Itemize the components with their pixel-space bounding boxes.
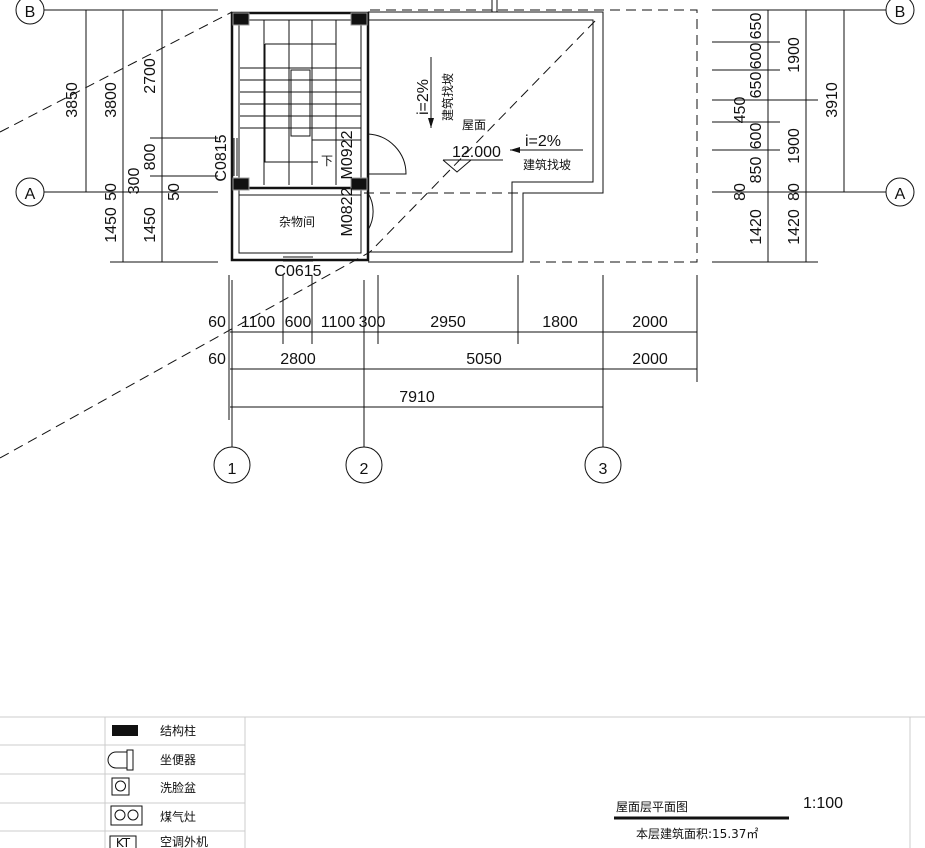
axis-bubble-B-right: B [885, 0, 915, 25]
door-m0922-label: M0922 [339, 130, 356, 179]
axis-bubble-A-left: A [15, 177, 45, 207]
svg-text:KT: KT [116, 836, 131, 848]
window-c0815-label: C0815 [213, 134, 230, 181]
bottom-dimensions [228, 275, 698, 420]
dim-1900: 1900 [786, 128, 803, 164]
gas-stove-icon [110, 805, 143, 826]
column-icon [232, 177, 250, 191]
axis-bubble-2: 2 [345, 446, 383, 484]
toilet-icon [107, 749, 134, 771]
dim-2950: 2950 [430, 314, 466, 331]
svg-text:1: 1 [228, 461, 237, 478]
dim-1450: 1450 [142, 207, 159, 243]
dim-1800: 1800 [542, 314, 578, 331]
dim-3800: 3800 [103, 82, 120, 118]
dim-80: 80 [786, 183, 803, 201]
axis-bubble-B-left: B [15, 0, 45, 25]
axis-bubble-3: 3 [584, 446, 622, 484]
dim-1420: 1420 [748, 209, 765, 245]
slope-label-2: i=2% [525, 133, 561, 150]
column-icon [112, 725, 138, 736]
dim-50: 50 [166, 183, 183, 201]
right-dimensions [712, 10, 845, 263]
svg-text:A: A [25, 186, 36, 203]
dim-1100: 1100 [321, 314, 356, 331]
dim-850: 850 [748, 157, 765, 184]
slope-label-1: i=2% [415, 79, 432, 115]
stair-down-mark: 下 [321, 154, 333, 168]
slope-note-2: 建筑找坡 [523, 157, 571, 172]
dim-600: 600 [748, 123, 765, 150]
drawing-scale: 1:100 [803, 795, 843, 812]
dim-300: 300 [126, 168, 143, 195]
dim-650: 650 [748, 72, 765, 99]
svg-text:2: 2 [360, 461, 369, 478]
washbasin-icon [111, 777, 130, 796]
column-icon [232, 12, 250, 26]
dim-650: 650 [748, 13, 765, 40]
dim-60: 60 [208, 314, 226, 331]
dim-60: 60 [208, 351, 226, 368]
dim-2800: 2800 [280, 351, 316, 368]
dim-1420: 1420 [786, 209, 803, 245]
elevation-label: 12.000 [452, 144, 501, 161]
dim-600: 600 [285, 314, 312, 331]
window-c0615-label: C0615 [274, 263, 321, 280]
drawing-title: 屋面层平面图 [616, 800, 688, 814]
column-icon [350, 12, 368, 26]
dim-50: 50 [103, 183, 120, 201]
dim-7910: 7910 [399, 389, 435, 406]
dim-3910: 3910 [824, 82, 841, 118]
dim-1100: 1100 [241, 314, 276, 331]
ac-unit-icon: KT [109, 835, 137, 848]
dim-80: 80 [732, 183, 749, 201]
svg-text:B: B [25, 4, 36, 21]
roof-label: 屋面 [462, 118, 486, 132]
floor-area: 本层建筑面积:15.37㎡ [636, 826, 758, 841]
legend-label: 洗脸盆 [160, 781, 196, 795]
axis-bubble-1: 1 [213, 446, 251, 484]
grid-lines [44, 9, 886, 447]
svg-text:A: A [895, 186, 906, 203]
legend-label: 空调外机 [160, 835, 208, 848]
svg-text:3: 3 [599, 461, 608, 478]
dim-5050: 5050 [466, 351, 502, 368]
dim-1450: 1450 [103, 207, 120, 243]
dim-600: 600 [748, 43, 765, 70]
dim-450: 450 [732, 97, 749, 124]
dim-2000: 2000 [632, 314, 668, 331]
slope-note-1: 建筑找坡 [440, 73, 455, 121]
dim-300: 300 [359, 314, 386, 331]
roof-area [368, 0, 604, 263]
dim-1900: 1900 [786, 37, 803, 73]
dim-3850: 3850 [64, 82, 81, 118]
legend-label: 煤气灶 [160, 809, 196, 824]
door-m0822-label: M0822 [339, 187, 356, 236]
dim-800: 800 [142, 144, 159, 171]
left-dimensions [85, 10, 218, 263]
legend-table: KT 结构柱 坐便器 洗脸盆 煤气灶 空调外机 [0, 716, 925, 848]
dim-2700: 2700 [142, 58, 159, 94]
svg-text:B: B [895, 4, 906, 21]
stair-core: 下 [230, 11, 407, 262]
dim-2000: 2000 [632, 351, 668, 368]
legend-label: 结构柱 [160, 723, 196, 738]
legend-label: 坐便器 [160, 753, 196, 767]
axis-bubble-A-right: A [885, 177, 915, 207]
column-icon [350, 177, 368, 191]
storage-room-label: 杂物间 [279, 215, 315, 229]
